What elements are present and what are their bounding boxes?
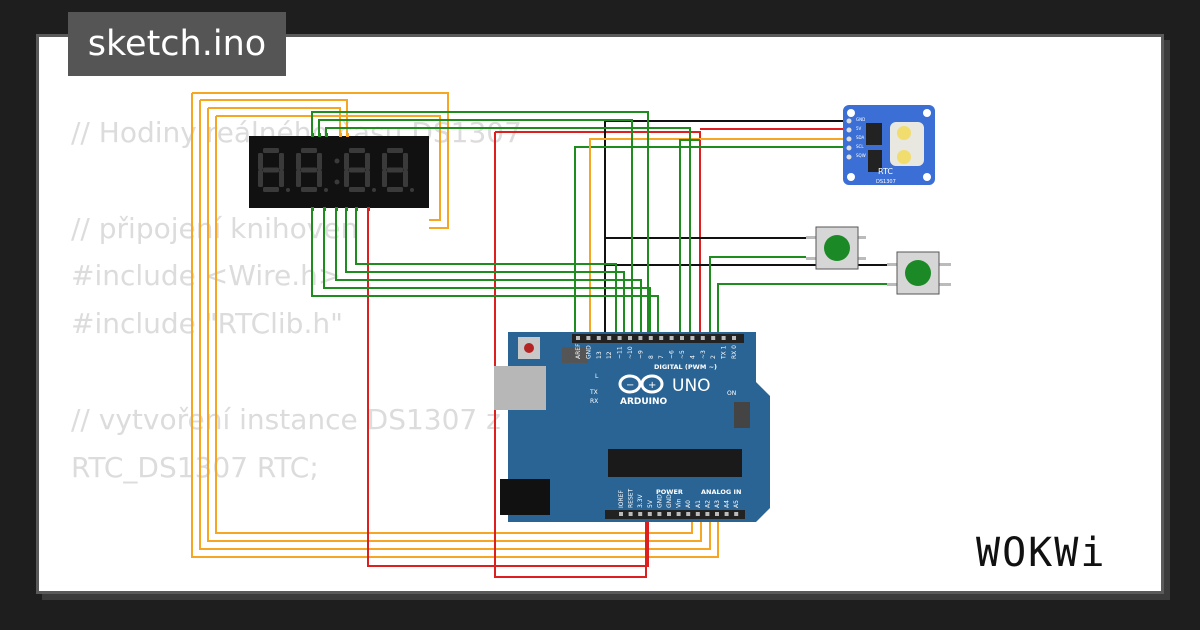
wire-green-d8 [355,204,617,334]
pin-label: GND [585,345,592,359]
wire-green-x [679,139,700,334]
pin-label: 3.3V [637,493,644,508]
arduino-logo-icon: − + [618,374,664,394]
pin-label: 4 [689,355,696,359]
wire-green-btn1 [709,256,806,334]
pin-label: ~6 [669,350,676,359]
wire-yellow-2 [191,93,719,558]
rtc-pin-label: GND [856,117,865,122]
display-digit [258,148,290,192]
rtc-label: RTC [878,167,893,176]
wire-red-3 [495,131,701,334]
wire-green-d4 [311,204,659,334]
svg-text:+: + [648,380,656,391]
code-line: RTC_DS1307 RTC; [71,450,319,484]
wire-red-1 [367,204,649,567]
wire-green-d7 [345,204,625,334]
rtc-pin-label: SCL [856,144,864,149]
digital-label: DIGITAL (PWM ~) [654,363,717,371]
analog-label: ANALOG IN [701,488,741,496]
wire-green-btn2 [717,283,887,334]
atmega-chip [608,449,742,477]
pin-label: ~9 [637,350,644,359]
wire-green-d1 [311,111,649,334]
usb-port [494,366,546,410]
board-brand-label: ARDUINO [620,397,668,407]
pin-label: A2 [704,500,711,508]
pin-label: A0 [685,500,692,508]
l-label: L [595,373,599,380]
rtc-pin-label: SDA [856,135,865,140]
wire-green-d2 [318,119,633,334]
pin-label: A5 [733,500,740,508]
file-tab[interactable]: sketch.ino [68,12,286,76]
pin-label: IOREF [618,490,625,508]
display-digit [344,148,376,192]
wire-green-d3 [325,127,691,334]
rtc-module[interactable]: RTC DS1307 GND 5V SDA SCL SQW [843,105,935,185]
pin-label: GND [656,494,663,508]
rtc-pin-label: 5V [856,126,862,131]
pin-label: TX 1 [721,345,728,360]
code-line: #include <Wire.h> [71,259,342,293]
pin-label: A4 [724,500,731,508]
pin-label: ~5 [679,350,686,359]
wire-red-2 [494,132,647,578]
wire-green-d5 [323,204,651,334]
pin-label: A1 [695,500,702,508]
rtc-pin-label: SQW [856,153,866,158]
pin-label: 2 [710,355,717,359]
arduino-uno-board[interactable]: − + UNO ARDUINO DIGITAL (PWM ~) ANALOG I… [494,332,770,522]
svg-text:−: − [626,380,634,391]
display-digits [258,148,414,192]
power-jack [500,479,550,515]
wire-yellow-1 [192,92,449,229]
analog-power-header [605,510,745,519]
pin-label: GND [666,494,673,508]
push-button-2[interactable] [887,251,951,295]
rx-label: RX [590,398,598,405]
pin-label: ~10 [627,346,634,359]
display-digit [382,148,414,192]
pin-label: Vin [676,498,683,508]
display-digit [296,148,328,192]
pin-label: RX 0 [731,345,738,359]
pin-label: 5V [647,499,654,508]
pin-label: ~3 [700,350,707,359]
wokwi-logo: WOKWi [976,530,1107,576]
power-label: POWER [656,488,683,496]
pin-label: 13 [596,351,603,359]
wire-black-1 [604,120,845,334]
rtc-chip-icon [866,123,882,145]
wire-yellow-3 [199,99,711,550]
pin-label: 7 [658,355,665,359]
wire-green-rtc-2 [589,138,845,334]
pin-label: 8 [648,355,655,359]
pin-label: 12 [606,351,613,359]
seven-segment-display[interactable] [249,133,429,211]
wire-yellow-5 [215,115,693,534]
pin-label: AREF [575,343,582,359]
board-model-label: UNO [672,376,711,396]
pin-label: RESET [628,488,635,508]
wires [191,92,887,578]
wire-green-d6 [335,204,642,334]
pin-label: A3 [714,500,721,508]
code-line: #include "RTClib.h" [71,307,343,341]
display-pins [311,133,370,211]
push-button-1[interactable] [806,226,866,270]
tx-label: TX [589,389,598,396]
on-label: ON [727,390,736,397]
digital-header [572,334,744,343]
pin-label: ~11 [617,346,624,359]
rtc-chip-label: DS1307 [876,179,896,185]
